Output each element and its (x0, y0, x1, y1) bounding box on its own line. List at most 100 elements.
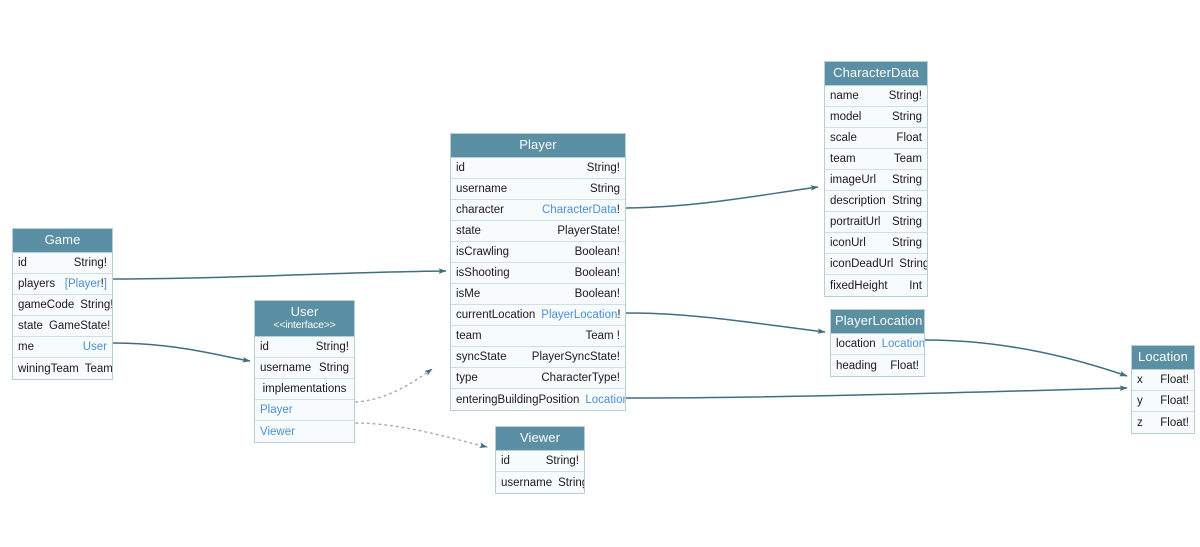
field-name: isCrawling (456, 246, 510, 258)
field-game-gamecode[interactable]: gameCode String! (13, 295, 112, 316)
field-characterdata-iconurl[interactable]: iconUrl String (825, 233, 927, 254)
field-name: name (830, 90, 859, 102)
field-location-y[interactable]: y Float! (1132, 391, 1194, 412)
field-player-iscrawling[interactable]: isCrawling Boolean! (451, 242, 625, 263)
entity-location[interactable]: Location x Float! y Float! z Float! (1131, 345, 1195, 434)
edge-user-implements-viewer (355, 422, 488, 448)
field-playerlocation-heading[interactable]: heading Float! (831, 355, 924, 376)
field-type: PlayerSyncState! (531, 351, 620, 363)
field-type: String (899, 258, 927, 270)
implementations-label: implementations (262, 383, 347, 395)
field-location-z[interactable]: z Float! (1132, 412, 1194, 433)
field-type: CharacterData! (542, 204, 620, 216)
field-name: state (18, 320, 43, 332)
field-characterdata-icondeadurl[interactable]: iconDeadUrl String (825, 254, 927, 275)
field-type: String (891, 237, 922, 249)
field-game-id[interactable]: id String! (13, 253, 112, 274)
field-name: type (456, 372, 478, 384)
field-game-me[interactable]: me User (13, 337, 112, 358)
edge-game-me-to-user (112, 342, 251, 363)
field-characterdata-model[interactable]: model String (825, 107, 927, 128)
field-name: username (456, 183, 508, 195)
user-implementation-player[interactable]: Player (255, 400, 354, 421)
field-type: String! (545, 455, 579, 467)
field-user-id[interactable]: id String! (255, 337, 354, 358)
field-type: Team ! (585, 330, 620, 342)
user-implementation-viewer[interactable]: Viewer (255, 421, 354, 442)
field-characterdata-imageurl[interactable]: imageUrl String (825, 170, 927, 191)
entity-character-data[interactable]: CharacterData name String! model String … (824, 61, 928, 297)
field-player-id[interactable]: id String! (451, 158, 625, 179)
field-location-x[interactable]: x Float! (1132, 370, 1194, 391)
field-type: String (891, 174, 922, 186)
field-playerlocation-location[interactable]: location Location! (831, 334, 924, 355)
field-name: fixedHeight (830, 279, 888, 292)
edge-user-implements-player (355, 368, 433, 403)
field-player-team[interactable]: team Team ! (451, 326, 625, 347)
field-player-type[interactable]: type CharacterType! (451, 368, 625, 389)
field-characterdata-description[interactable]: description String (825, 191, 927, 212)
field-player-isshooting[interactable]: isShooting Boolean! (451, 263, 625, 284)
field-type: PlayerState! (557, 225, 620, 237)
field-characterdata-portraiturl[interactable]: portraitUrl String (825, 212, 927, 233)
field-game-players[interactable]: players [Player!] (13, 274, 112, 295)
field-name: id (501, 455, 510, 467)
entity-user[interactable]: User <<interface>> id String! username S… (254, 300, 355, 443)
field-player-username[interactable]: username String (451, 179, 625, 200)
field-type: Float! (1160, 416, 1189, 429)
implementation-name: Viewer (260, 425, 295, 438)
field-type: Float! (1160, 395, 1189, 407)
field-name: winingTeam (18, 362, 79, 375)
field-name: z (1137, 416, 1143, 429)
entity-game[interactable]: Game id String! players [Player!] gameCo… (12, 228, 113, 380)
field-name: imageUrl (830, 174, 877, 186)
field-type: String! (888, 90, 922, 102)
field-name: username (260, 362, 312, 374)
field-characterdata-fixedheight[interactable]: fixedHeight Int (825, 275, 927, 296)
edge-playerlocation-location-to-location (924, 339, 1128, 377)
field-type: Team (84, 362, 112, 375)
field-player-syncstate[interactable]: syncState PlayerSyncState! (451, 347, 625, 368)
entity-player-location[interactable]: PlayerLocation location Location! headin… (830, 309, 925, 377)
field-type: String! (315, 341, 349, 353)
field-player-isme[interactable]: isMe Boolean! (451, 284, 625, 305)
field-type: String (891, 216, 922, 228)
field-type: String (891, 195, 922, 207)
entity-viewer[interactable]: Viewer id String! username String (495, 426, 585, 494)
field-player-enteringbuildingposition[interactable]: enteringBuildingPosition Location (451, 389, 625, 410)
field-viewer-username[interactable]: username String (496, 472, 584, 493)
field-player-character[interactable]: character CharacterData! (451, 200, 625, 221)
field-type: CharacterType! (541, 372, 620, 384)
field-name: team (830, 153, 856, 165)
edge-game-players-to-player (112, 268, 447, 280)
field-type: Boolean! (574, 267, 620, 279)
field-name: scale (830, 132, 857, 144)
entity-game-title: Game (13, 229, 112, 253)
field-player-currentlocation[interactable]: currentLocation PlayerLocation! (451, 305, 625, 326)
field-characterdata-name[interactable]: name String! (825, 86, 927, 107)
field-name: iconUrl (830, 237, 866, 249)
field-name: y (1137, 395, 1143, 407)
field-name: location (836, 338, 876, 350)
field-player-state[interactable]: state PlayerState! (451, 221, 625, 242)
field-name: id (260, 341, 269, 353)
field-type: GameState! (48, 320, 111, 332)
entity-viewer-title: Viewer (496, 427, 584, 451)
field-game-state[interactable]: state GameState! (13, 316, 112, 337)
field-characterdata-team[interactable]: team Team (825, 149, 927, 170)
field-type: Int (909, 279, 922, 292)
field-type: Team (893, 153, 922, 165)
field-name: state (456, 225, 481, 237)
field-name: portraitUrl (830, 216, 881, 228)
field-type: Float (896, 132, 922, 144)
field-characterdata-scale[interactable]: scale Float (825, 128, 927, 149)
field-type: String (891, 111, 922, 123)
entity-player[interactable]: Player id String! username String charac… (450, 133, 626, 411)
field-type: Float! (1160, 374, 1189, 386)
field-user-username[interactable]: username String (255, 358, 354, 379)
field-name: username (501, 476, 553, 489)
field-game-winingteam[interactable]: winingTeam Team (13, 358, 112, 379)
field-name: enteringBuildingPosition (456, 393, 580, 406)
field-viewer-id[interactable]: id String! (496, 451, 584, 472)
